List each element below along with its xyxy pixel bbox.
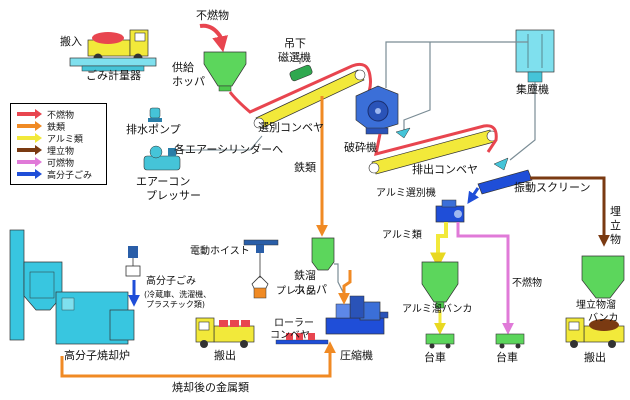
label-funenbutsu-side: 不燃物 [512,278,542,289]
label-air-cylinder: 各エアーシリンダーへ [174,143,284,156]
label-alumirui: アルミ類 [382,230,422,241]
iron-hopper [311,237,335,271]
legend-label: 鉄類 [47,123,66,133]
air-line [180,135,263,151]
cart-combustible [495,333,525,349]
label-hanshutsu-right: 搬出 [584,351,606,364]
label-cart-2: 台車 [496,351,518,364]
legend-item: 可燃物 [15,156,105,169]
label-hannyu: 搬入 [60,35,82,48]
label-metal-return: 焼却後の金属類 [172,381,249,394]
magnetic-separator [289,58,313,82]
aluminum-separator [435,199,465,223]
legend-item: 埋立物 [15,144,105,157]
crusher [355,85,399,135]
label-roller-2: コンベヤ [270,330,310,341]
electric-hoist [243,239,279,299]
label-iron-hopper-1: 鉄溜 [294,269,316,282]
duct-nozzle-1 [395,127,411,139]
label-polymer-detail-2: プラスチック類) [146,300,205,309]
label-senbetsu-conveyor: 選別コンベヤ [258,121,324,134]
label-jisenki: 磁選機 [278,51,311,64]
label-funenbutsu-in: 不燃物 [196,9,229,22]
duct-branch [509,82,536,161]
legend-label: 可燃物 [47,159,75,169]
outgoing-truck-right [565,317,625,348]
label-umetate-1: 埋 [610,205,621,218]
flow-aluminum-yellow [430,222,448,269]
legend-item: 不燃物 [15,108,105,121]
flow-combustible-pink [456,222,514,335]
drain-pump [148,107,162,122]
flow-to-al-separator [467,187,480,204]
label-incinerator: 高分子焼却炉 [64,349,130,362]
air-compressor [143,145,181,171]
duct-branch-2 [403,42,431,132]
vibrating-screen [477,169,533,195]
legend-item: アルミ類 [15,132,105,145]
flow-metal-return [60,341,336,378]
flow-hopper-to-press [334,263,347,299]
label-polymer-waste: 高分子ごみ [146,276,196,287]
label-polymer-detail-1: (冷蔵庫、洗濯機、 [144,290,212,299]
incoming-truck [87,29,149,63]
legend-label: 高分子ごみ [47,171,93,181]
label-roller-1: ローラー [274,318,314,329]
feed-hopper [203,51,247,92]
label-cart-1: 台車 [424,351,446,364]
label-al-bunker: アルミ溜バンカ [402,304,473,315]
discharge-belt-red [374,124,498,157]
label-landfill-bunker-2: バンカ [588,313,619,324]
label-haisui-pump: 排水ポンプ [126,123,181,136]
label-umetate-2: 立 [610,219,621,232]
label-kyokyu: 供給 [172,61,194,74]
input-arrow-red [199,23,228,53]
label-shujinki: 集塵機 [516,83,549,96]
cart-aluminum [425,333,455,349]
label-hasaiki: 破砕機 [344,141,377,154]
legend-item: 鉄類 [15,120,105,133]
flow-landfill-brown [530,176,610,247]
label-air-compressor-1: エアーコン [136,175,191,188]
label-press-machine: 圧縮機 [340,349,373,362]
label-haishutsu-conveyor: 排出コンベヤ [412,163,478,176]
sorting-conveyor [253,69,366,129]
label-hopper: ホッパ [172,75,205,88]
legend-label: アルミ類 [47,135,83,145]
label-press-product: プレス品 [276,286,316,297]
label-vibrating-screen: 振動スクリーン [514,181,591,194]
flow-orange-to-press [338,270,352,305]
press-machine [325,295,389,335]
label-landfill-bunker-1: 埋立物溜 [576,300,616,311]
label-electric-hoist: 電動ホイスト [190,246,250,257]
label-hanshutsu-left: 搬出 [214,349,236,362]
label-iron-hopper-2: ホッパ [294,283,327,296]
scale-platform [69,57,157,72]
legend-label: 埋立物 [47,147,75,157]
label-air-compressor-2: プレッサー [146,189,201,202]
aluminum-bunker [421,261,459,309]
label-umetate-3: 物 [610,233,621,246]
duct-nozzle-2 [493,157,509,171]
polymer-incinerator [9,229,141,345]
legend: 不燃物 鉄類 アルミ類 埋立物 可燃物 高分子ごみ [10,103,107,185]
legend-label: 不燃物 [47,111,75,121]
outgoing-truck-left [195,317,255,348]
label-tsurishita: 吊下 [284,37,306,50]
label-scale: ごみ計量器 [86,69,141,82]
legend-item: 高分子ごみ [15,168,105,181]
duct-main [385,41,528,88]
label-tetsurui: 鉄類 [294,161,316,174]
dust-collector [515,29,555,83]
sorting-belt-red [228,62,372,114]
landfill-bunker [581,255,625,299]
label-al-separator: アルミ選別機 [376,188,436,199]
